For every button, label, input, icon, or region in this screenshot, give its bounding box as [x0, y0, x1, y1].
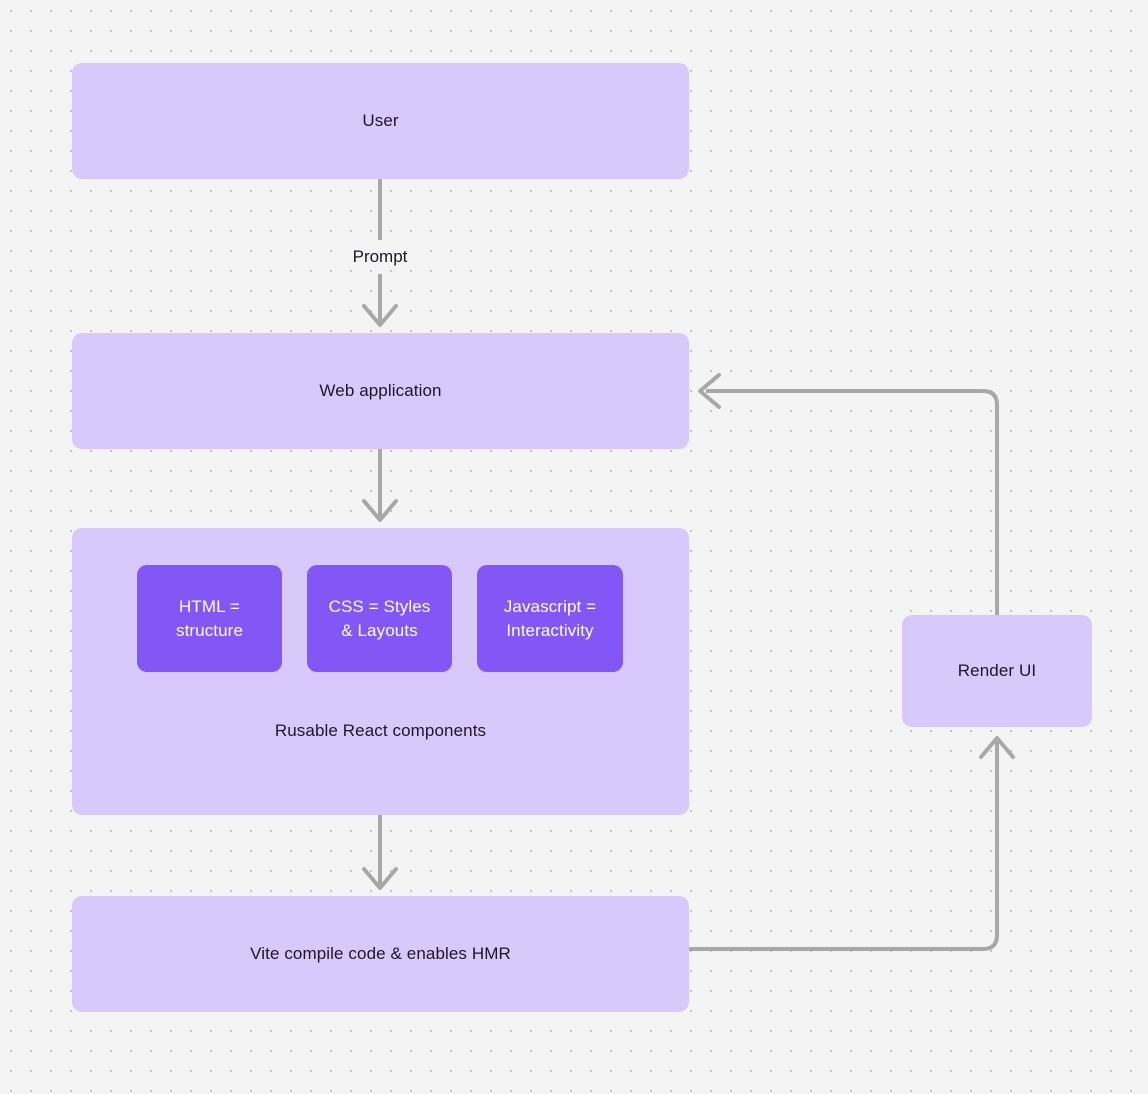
chip-html-line2: structure — [175, 620, 244, 640]
edge-user-to-web-arrowhead — [362, 304, 398, 327]
chip-css-line1: CSS = Styles — [328, 597, 431, 617]
node-user[interactable]: User — [72, 63, 689, 179]
node-user-label: User — [362, 110, 399, 130]
edge-vite-to-render — [689, 736, 1015, 951]
edge-render-to-web-arrowhead — [698, 373, 721, 409]
edge-render-to-web-line — [706, 389, 999, 615]
chip-javascript-label: Javascript = Interactivity — [504, 595, 596, 642]
chip-html-label: HTML = structure — [176, 595, 243, 642]
chip-css[interactable]: CSS = Styles & Layouts — [307, 565, 452, 672]
node-web-application[interactable]: Web application — [72, 333, 689, 449]
node-render-ui-label: Render UI — [957, 660, 1037, 680]
chip-javascript-line2: Interactivity — [506, 620, 594, 640]
chip-html-line1: HTML = — [179, 597, 240, 617]
edge-components-to-vite-arrowhead — [362, 867, 398, 890]
chip-javascript[interactable]: Javascript = Interactivity — [477, 565, 623, 672]
chip-css-label: CSS = Styles & Layouts — [329, 595, 431, 642]
node-vite-label: Vite compile code & enables HMR — [250, 943, 511, 963]
components-group-caption: Rusable React components — [274, 721, 487, 740]
edge-vite-to-render-line — [689, 741, 999, 951]
chip-html[interactable]: HTML = structure — [137, 565, 282, 672]
chip-javascript-line1: Javascript = — [503, 597, 597, 617]
node-render-ui[interactable]: Render UI — [902, 615, 1092, 727]
node-vite[interactable]: Vite compile code & enables HMR — [72, 896, 689, 1012]
node-web-application-label: Web application — [319, 380, 442, 400]
edge-label-prompt: Prompt — [347, 247, 413, 267]
edge-vite-to-render-arrowhead — [979, 736, 1015, 759]
chip-css-line2: & Layouts — [341, 620, 418, 640]
edge-render-to-web — [698, 373, 999, 615]
edge-web-to-components — [362, 449, 398, 522]
edge-components-to-vite — [362, 815, 398, 890]
node-components-group[interactable]: HTML = structure CSS = Styles & Layouts … — [72, 528, 689, 815]
edge-web-to-components-arrowhead — [362, 499, 398, 522]
